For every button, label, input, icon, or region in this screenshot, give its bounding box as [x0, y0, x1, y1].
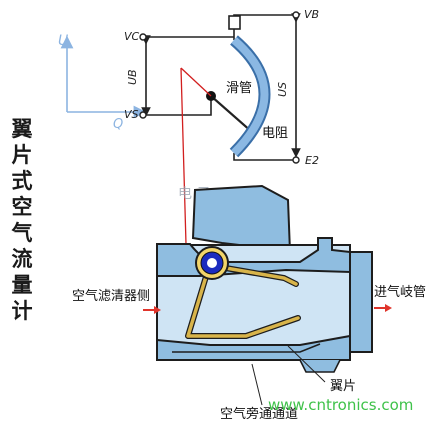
outlet-flange	[349, 251, 373, 353]
vane-leader	[287, 345, 326, 383]
airflow-arrows	[143, 304, 392, 314]
damping-chamber	[191, 184, 292, 254]
vane-shaft-center	[207, 258, 217, 268]
bypass-leader	[251, 363, 263, 406]
title-char: 计	[11, 299, 33, 323]
wire-vs	[145, 100, 212, 116]
fixed-resistor	[228, 15, 241, 30]
wire-bottom	[233, 153, 296, 161]
outlet-arrow-head	[385, 304, 392, 312]
label-bypass: 空气旁通通道	[220, 406, 298, 422]
terminal-e2	[292, 156, 300, 164]
label-vs: VS	[124, 108, 139, 121]
vane-assembly	[185, 246, 301, 339]
label-us: US	[276, 82, 289, 97]
title-char: 翼	[11, 117, 33, 141]
title-char: 片	[11, 143, 33, 167]
label-inlet: 空气滤清器侧	[72, 288, 150, 304]
title-char: 式	[11, 169, 33, 193]
label-ub: UB	[126, 69, 139, 85]
u-axis-label: U	[58, 33, 68, 49]
uq-axes: U Q	[58, 33, 147, 132]
watermark-bottom: www.cntronics.com	[268, 396, 413, 414]
label-sliding-tube: 滑管	[226, 81, 252, 96]
duct-lower-wall	[156, 334, 351, 361]
title-char: 量	[11, 273, 33, 297]
bypass-outlet	[299, 359, 341, 373]
inlet-arrow-head	[154, 306, 161, 314]
title-char: 空	[11, 195, 33, 219]
terminal-vb	[292, 11, 300, 19]
label-vc: VC	[124, 30, 140, 43]
label-vb: VB	[304, 8, 319, 21]
circuit	[141, 13, 301, 161]
title-char: 流	[11, 247, 33, 271]
label-e2: E2	[305, 154, 319, 167]
label-resistor: 电阻	[262, 126, 288, 141]
vertical-title: 翼 片 式 空 气 流 量 计	[8, 116, 36, 324]
bypass-channel	[172, 343, 321, 353]
q-axis-label: Q	[113, 117, 123, 132]
measuring-vane	[186, 268, 300, 338]
label-outlet: 进气岐管	[374, 284, 426, 300]
compensation-vane	[212, 264, 298, 286]
terminal-vs	[139, 111, 147, 119]
wire-top	[233, 14, 296, 28]
meter-housing	[156, 184, 373, 373]
title-char: 气	[11, 221, 33, 245]
resistor-track-inner	[231, 36, 269, 156]
linkage-wire-upper	[180, 67, 212, 97]
slider-arm	[210, 95, 253, 133]
label-vane: 翼片	[330, 379, 356, 394]
terminal-vc	[139, 33, 147, 41]
